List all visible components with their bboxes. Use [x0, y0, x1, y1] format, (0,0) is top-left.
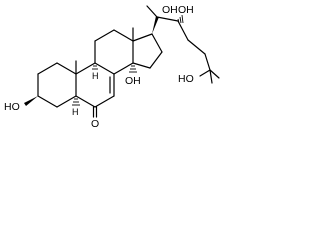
ketone-group: O [91, 106, 99, 130]
ring-b [75, 62, 115, 108]
c3-oh-label: HO [4, 101, 20, 113]
ketone-oxygen-label: O [91, 118, 99, 130]
c14-oh-label: OH [125, 75, 141, 87]
side-chain: OH OH HO [146, 4, 220, 85]
c25-ho-label: HO [178, 73, 194, 85]
c20-oh-label: OH [162, 4, 178, 16]
ring-c [94, 29, 134, 75]
c3-hydroxyl: HO [4, 96, 38, 113]
c9-hydrogen: H [92, 65, 99, 81]
c9-h-label: H [92, 71, 99, 81]
c5-hydrogen: H [72, 98, 80, 117]
c22-oh-label: OH [178, 4, 194, 16]
ring-a [37, 62, 77, 108]
c14-hydroxyl: OH [125, 65, 141, 87]
ring-d [132, 33, 163, 69]
steroid-structure-diagram: O HO H H OH [4, 4, 220, 130]
c5-h-label: H [72, 107, 79, 117]
